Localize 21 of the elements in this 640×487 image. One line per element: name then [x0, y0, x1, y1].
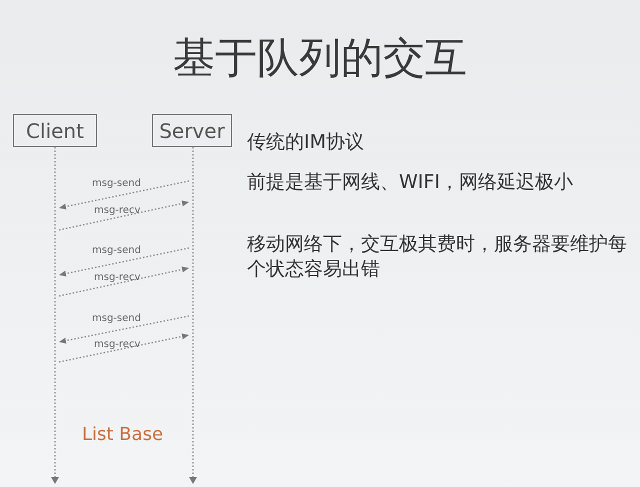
edge-label: msg-recv	[94, 272, 140, 283]
lifeline	[189, 147, 197, 484]
edge-label: msg-recv	[94, 205, 140, 216]
message-arrow	[58, 200, 190, 231]
caption: List Base	[82, 424, 164, 445]
lifeline	[51, 147, 59, 484]
edge-label: msg-send	[92, 178, 141, 189]
participant-box: Client	[13, 114, 97, 147]
bullet-text: 移动网络下，交互极其费时，服务器要维护每个状态容易出错	[247, 232, 627, 282]
message-arrow	[58, 266, 190, 297]
bullet-text: 前提是基于网线、WIFI，网络延迟极小	[247, 170, 574, 195]
edge-label: msg-recv	[94, 339, 140, 350]
message-arrow	[58, 333, 190, 363]
message-arrow	[58, 247, 190, 277]
slide-title: 基于队列的交互	[172, 32, 468, 84]
edge-label: msg-send	[92, 245, 141, 256]
message-arrow	[58, 315, 190, 344]
message-arrow	[58, 180, 190, 210]
edge-label: msg-send	[92, 313, 141, 324]
subheading: 传统的IM协议	[247, 130, 365, 155]
participant-box: Server	[152, 114, 232, 147]
